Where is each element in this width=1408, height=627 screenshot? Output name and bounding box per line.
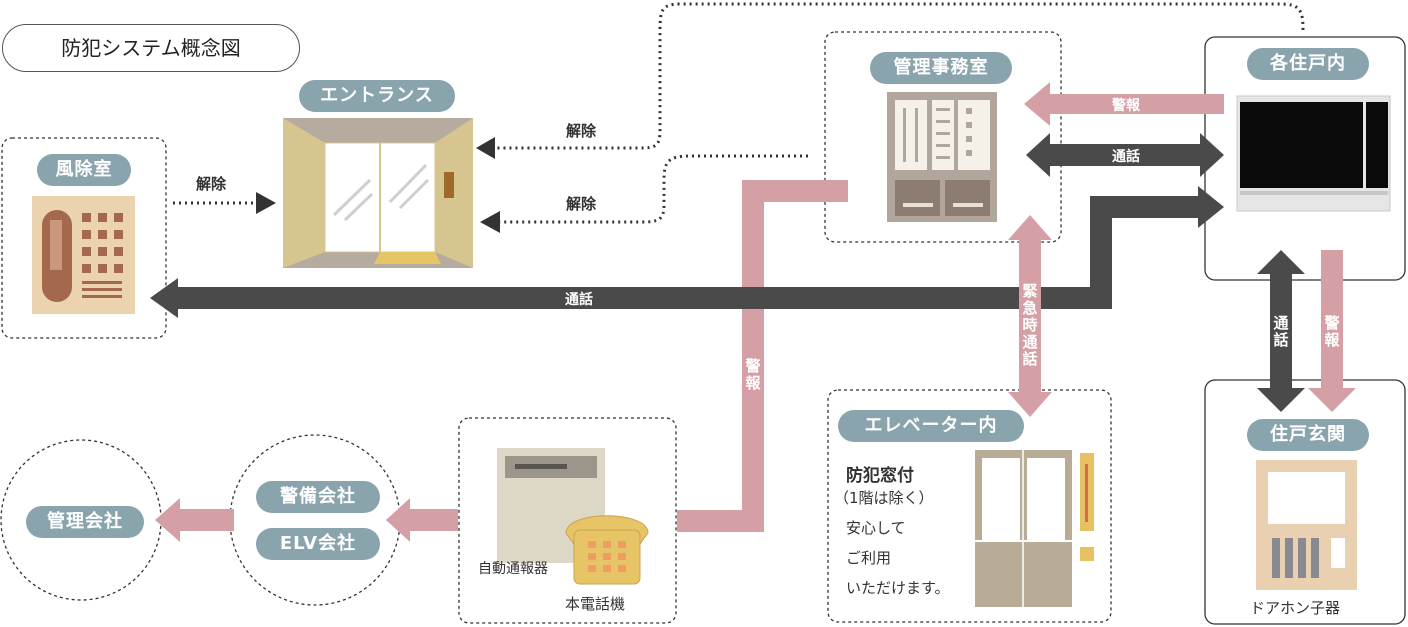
unit-entry-label: 住戸玄関 [1247, 419, 1369, 451]
each-unit-label: 各住戸内 [1247, 48, 1369, 80]
alarm-arrow-unit-entry [1308, 250, 1356, 412]
call-arrow-unit-office [1026, 133, 1224, 177]
office-region [824, 31, 1062, 243]
release-arrowhead-windbreak [256, 192, 276, 214]
call-arrow-unit-entry [1257, 250, 1305, 412]
elevator-door-icon [975, 450, 1094, 607]
call-label-unit-entry: 通話 [1273, 314, 1289, 349]
auto-reporter-label: 自動通報器 [478, 561, 548, 577]
elevator-note-line4: いただけます。 [846, 579, 950, 597]
release-arrowhead-lower [480, 211, 500, 233]
door-phone-label: ドアホン子器 [1250, 599, 1341, 617]
unit-entry-region [1204, 379, 1406, 625]
windbreak-label: 風除室 [37, 154, 131, 186]
door-phone-icon [1256, 460, 1357, 590]
elevator-region [827, 389, 1112, 623]
windbreak-region [1, 137, 167, 339]
release-line-upper [495, 2, 1305, 150]
unit-monitor-icon [1236, 95, 1391, 212]
elv-company-label: ELV会社 [256, 528, 380, 560]
call-line-main [150, 186, 1224, 318]
call-label-main: 通話 [565, 292, 593, 308]
entrance-label: エントランス [299, 80, 455, 112]
emergency-call-label: 緊急時通話 [1022, 282, 1038, 368]
windbreak-intercom-icon [32, 196, 135, 314]
call-label-unit-office: 通話 [1112, 149, 1140, 165]
release-arrowhead-upper [476, 137, 495, 159]
alarm-label-unit-entry: 警報 [1324, 314, 1340, 349]
security-company-label: 警備会社 [256, 481, 380, 513]
elevator-note-line1: （1階は除く） [834, 489, 934, 507]
alarm-arrow-security-management [155, 498, 234, 542]
elevator-note-line3: ご利用 [846, 549, 892, 567]
elevator-note-line2: 安心して [846, 519, 906, 537]
emergency-call-arrow [1008, 215, 1052, 417]
main-phone-label: 本電話機 [565, 595, 626, 613]
release-label-lower: 解除 [566, 195, 597, 213]
entrance-door-icon [283, 118, 473, 268]
alarm-arrow-reporter-security [386, 498, 458, 542]
elevator-label: エレベーター内 [838, 410, 1024, 442]
reporter-region [458, 417, 677, 624]
diagram-title: 防犯システム概念図 [2, 24, 300, 72]
office-label: 管理事務室 [870, 52, 1012, 84]
elevator-note-heading: 防犯窓付 [846, 466, 914, 486]
security-co-circle [229, 434, 401, 606]
alarm-line-vertical [677, 180, 848, 532]
management-company-label: 管理会社 [26, 506, 144, 538]
alarm-arrow-unit-office [1024, 82, 1224, 126]
release-label-windbreak: 解除 [196, 175, 227, 193]
release-label-upper: 解除 [566, 122, 597, 140]
alarm-label-unit-office: 警報 [1112, 98, 1140, 114]
alarm-label-vertical: 警報 [745, 357, 761, 392]
main-phone-icon [565, 515, 649, 585]
office-panel-icon [887, 92, 997, 222]
